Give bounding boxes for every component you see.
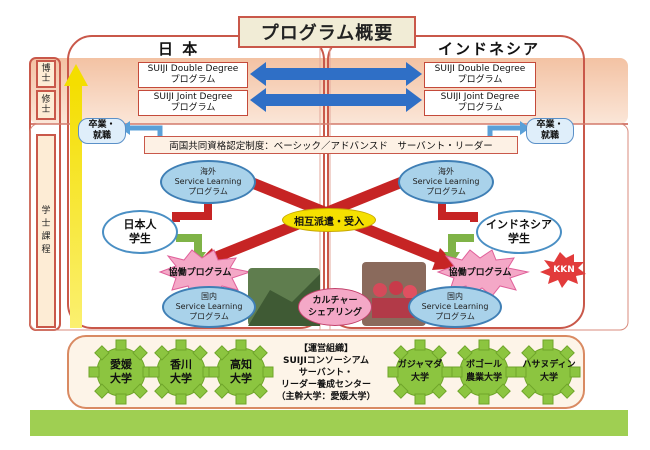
univ-kagawa-label: 香川 大学 bbox=[170, 358, 192, 385]
collab-left-label: 協働プログラム bbox=[168, 267, 232, 278]
progression-arrowhead bbox=[64, 64, 88, 86]
gear-hasanuddin bbox=[515, 339, 581, 405]
kkn-burst bbox=[540, 252, 586, 288]
univ-kochi-label: 高知 大学 bbox=[230, 358, 252, 385]
univ-bogor-label: ボゴール 農業大学 bbox=[465, 360, 502, 383]
univ-ehime-label: 愛媛 大学 bbox=[110, 358, 132, 385]
to-grad-right-arrow bbox=[487, 125, 522, 138]
domestic-sl-left: 国内 Service Learning プログラム bbox=[162, 286, 256, 328]
indonesia-frame bbox=[327, 35, 585, 329]
level-undergrad: 学 士 課 程 bbox=[36, 134, 56, 328]
gear-ehime bbox=[88, 339, 154, 405]
gear-gadjah-mada bbox=[387, 339, 453, 405]
collab-right-label: 協働プログラム bbox=[448, 267, 512, 278]
culture-sharing-ellipse: カルチャー シェアリング bbox=[298, 288, 372, 326]
left-joint-degree-box: SUIJI Joint Degree プログラム bbox=[138, 90, 248, 116]
progression-bar bbox=[70, 82, 82, 328]
univ-hasanuddin-label: ハサヌディン 大学 bbox=[522, 360, 576, 383]
exchange-label: 相互派遣・受入 bbox=[282, 208, 376, 232]
to-grad-left-arrow bbox=[128, 125, 163, 138]
organization-text: 【運営組織】 SUIJIコンソーシアム サーバント・ リーダー養成センター （主… bbox=[276, 344, 376, 402]
student-left-up-arrow bbox=[172, 200, 212, 222]
right-joint-degree-box: SUIJI Joint Degree プログラム bbox=[424, 90, 536, 116]
overseas-sl-right: 海外 Service Learning プログラム bbox=[398, 160, 494, 204]
page-title: プログラム概要 bbox=[238, 16, 416, 48]
kkn-label: KKN bbox=[553, 265, 575, 275]
gear-kochi bbox=[208, 339, 274, 405]
gear-kagawa bbox=[148, 339, 214, 405]
japan-label: 日 本 bbox=[158, 40, 200, 58]
gear-bogor bbox=[451, 339, 517, 405]
indonesia-label: インドネシア bbox=[438, 40, 541, 58]
certification-bar: 両国共同資格認定制度：ベーシック／アドバンスド サーバント・リーダー bbox=[144, 136, 518, 154]
double-degree-arrow bbox=[250, 62, 422, 86]
student-right-down-arrow bbox=[448, 234, 474, 254]
undergrad-band bbox=[29, 123, 629, 331]
gears bbox=[88, 339, 581, 405]
indonesian-student-ellipse: インドネシア 学生 bbox=[476, 210, 562, 254]
graduation-right-box: 卒業・ 就職 bbox=[526, 118, 574, 144]
univ-gadjah-mada-label: ガジャマダ 大学 bbox=[397, 360, 443, 383]
ground-bar bbox=[30, 410, 628, 436]
level-doctor: 博 士 bbox=[36, 60, 56, 88]
student-right-up-arrow bbox=[438, 200, 478, 222]
overseas-sl-left: 海外 Service Learning プログラム bbox=[160, 160, 256, 204]
level-master: 修 士 bbox=[36, 90, 56, 120]
domestic-sl-right: 国内 Service Learning プログラム bbox=[408, 286, 502, 328]
right-double-degree-box: SUIJI Double Degree プログラム bbox=[424, 62, 536, 88]
japan-frame bbox=[67, 35, 325, 329]
japanese-student-ellipse: 日本人 学生 bbox=[102, 210, 178, 254]
student-left-down-arrow bbox=[176, 234, 202, 254]
left-double-degree-box: SUIJI Double Degree プログラム bbox=[138, 62, 248, 88]
joint-degree-arrow bbox=[250, 88, 422, 112]
graduation-left-box: 卒業・ 就職 bbox=[78, 118, 126, 144]
